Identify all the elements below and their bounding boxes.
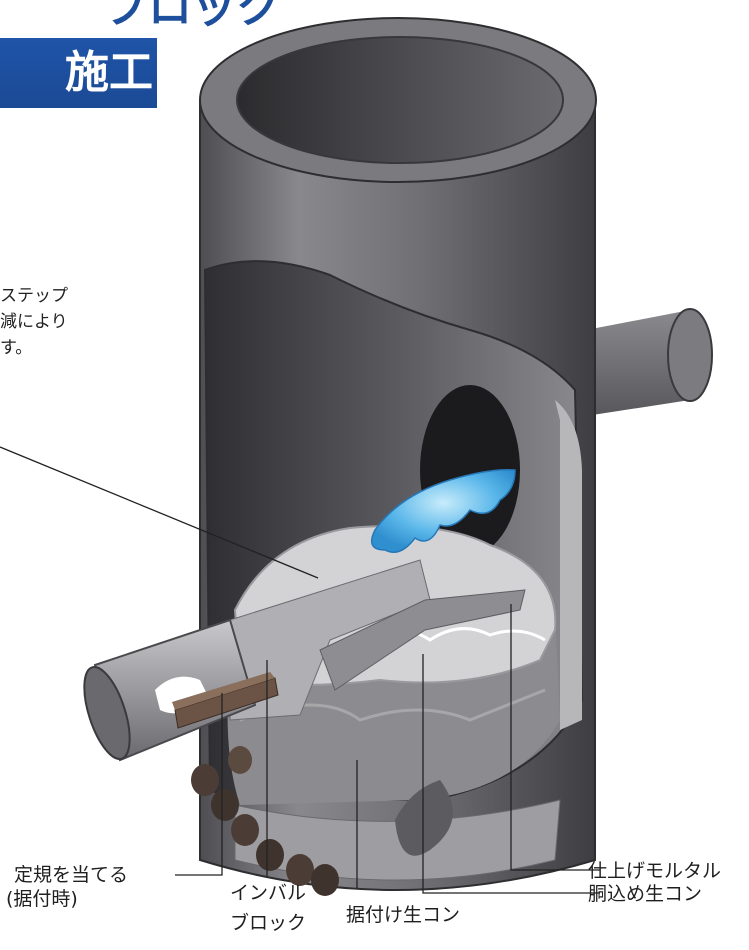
label-body-concrete: 胴込め生コン bbox=[588, 883, 703, 905]
title-banner: 施工 bbox=[0, 38, 157, 108]
label-ruler-line2: (据付時) bbox=[6, 888, 78, 910]
label-invert-line1: インバル bbox=[229, 882, 306, 904]
note-line-1: ステップ bbox=[0, 286, 68, 306]
invert-channel bbox=[229, 559, 526, 721]
label-finish-mortar: 仕上げモルタル bbox=[588, 860, 722, 882]
label-ruler-line1: 定規を当てる bbox=[14, 864, 129, 886]
label-base-concrete: 据付け生コン bbox=[346, 904, 461, 926]
title-top-text: ブロック bbox=[0, 0, 280, 30]
leader-lines bbox=[0, 446, 600, 894]
note-line-2: 減により bbox=[0, 312, 68, 332]
label-invert-line2: ブロック bbox=[229, 912, 306, 934]
water-stream bbox=[370, 468, 516, 553]
note-text: ステップ 減により す。 bbox=[0, 283, 170, 361]
ruler-bar bbox=[172, 672, 279, 729]
gravel-stones bbox=[191, 746, 339, 896]
note-line-3: す。 bbox=[0, 338, 33, 358]
